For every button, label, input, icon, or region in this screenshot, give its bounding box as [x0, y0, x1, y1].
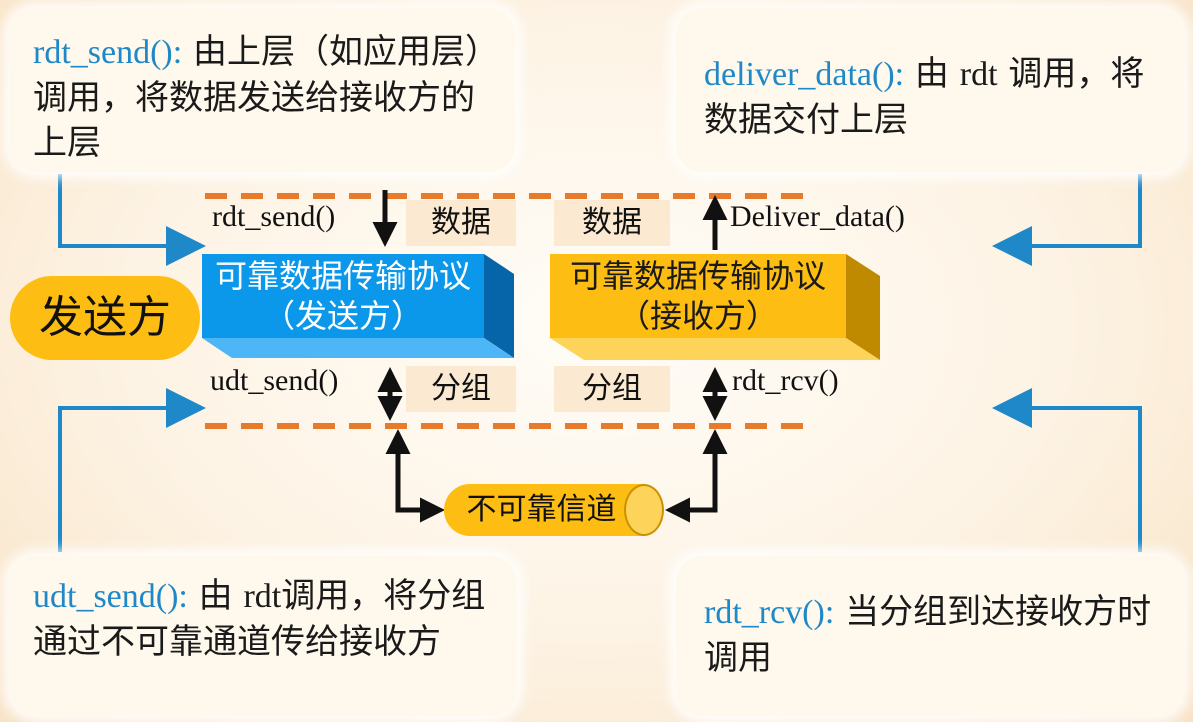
- callout-text: 当分组到达接收方时调用: [704, 592, 1152, 678]
- sender-box-line2: （发送方）: [262, 297, 423, 335]
- channel-cap: [624, 484, 664, 536]
- sender-box-shape: [202, 254, 514, 358]
- channel-body: [444, 484, 644, 536]
- callout-fn-name: deliver_data():: [704, 56, 905, 93]
- callout-rdt-rcv: rdt_rcv(): 当分组到达接收方时调用: [676, 556, 1184, 716]
- callout-deliver-data: deliver_data(): 由 rdt 调用，将数据交付上层: [676, 8, 1184, 172]
- unreliable-channel: 不可靠信道: [444, 484, 666, 536]
- tag-packet-left: 分组: [406, 366, 516, 412]
- receiver-box-line2: （接收方）: [617, 297, 778, 335]
- callout-rdt-send: rdt_send(): 由上层（如应用层）调用，将数据发送给接收方的上层: [9, 8, 515, 172]
- label-udt-send: udt_send(): [210, 364, 339, 397]
- label-rdt-send: rdt_send(): [212, 200, 336, 233]
- label-deliver-data: Deliver_data(): [730, 200, 905, 233]
- callout-text-rdt: rdt: [959, 56, 998, 93]
- callout-text-pre: 由: [187, 576, 244, 616]
- callout-udt-send: udt_send(): 由 rdt调用，将分组通过不可靠通道传给接收方: [9, 556, 517, 716]
- callout-fn-name: rdt_rcv():: [704, 594, 835, 631]
- sender-box-label: 可靠数据传输协议 （发送方）: [202, 254, 484, 336]
- sender-box-line1: 可靠数据传输协议: [214, 257, 471, 295]
- tag-data-right: 数据: [554, 200, 670, 246]
- receiver-box-line1: 可靠数据传输协议: [569, 257, 826, 295]
- callout-text-rdt: rdt: [243, 578, 282, 615]
- callout-text-post: 调用，将数据交付上层: [704, 54, 1145, 140]
- sender-label: 发送方: [10, 276, 200, 360]
- callout-text: 由上层（如应用层）调用，将数据发送给接收方的上层: [33, 32, 482, 163]
- callout-fn-name: udt_send():: [33, 578, 188, 615]
- receiver-box-shape: [550, 254, 880, 360]
- sender-protocol-box: 可靠数据传输协议 （发送方）: [202, 254, 514, 358]
- receiver-box-label: 可靠数据传输协议 （接收方）: [550, 254, 846, 336]
- callout-fn-name: rdt_send():: [33, 34, 183, 71]
- receiver-protocol-box: 可靠数据传输协议 （接收方）: [550, 254, 880, 360]
- flow-arrows: [372, 190, 728, 523]
- label-rdt-rcv: rdt_rcv(): [732, 364, 839, 397]
- callout-text-pre: 由: [904, 54, 960, 94]
- tag-packet-right: 分组: [554, 366, 670, 412]
- tag-data-left: 数据: [406, 200, 516, 246]
- callout-leaders: [58, 174, 1142, 552]
- callout-text-post: 调用，将分组通过不可靠通道传给接收方: [33, 576, 486, 662]
- channel-label: 不可靠信道: [466, 492, 617, 527]
